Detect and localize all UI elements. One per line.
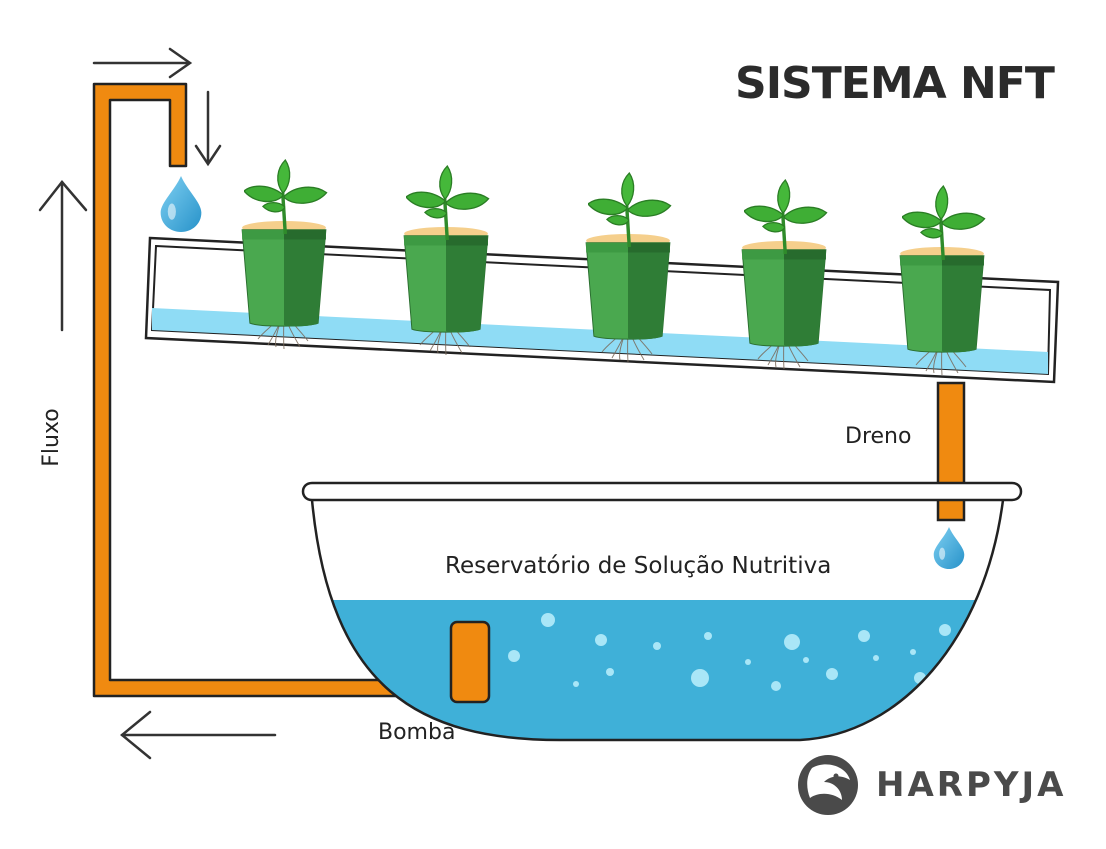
pot-icon	[899, 246, 985, 353]
flow-arrow-up	[38, 180, 88, 332]
flow-arrow-top	[92, 47, 193, 79]
reservoir	[301, 481, 1023, 742]
water-drop-icon	[933, 527, 965, 569]
plant-pot	[241, 158, 329, 350]
brand-name: HARPYJA	[876, 765, 1067, 805]
page-title: SISTEMA NFT	[735, 58, 1055, 109]
flow-label: Fluxo	[38, 408, 64, 467]
pump	[449, 620, 491, 704]
pot-icon	[241, 220, 327, 327]
pump-label: Bomba	[378, 720, 456, 745]
water-bubbles	[508, 613, 965, 691]
reservoir-label: Reservatório de Solução Nutritiva	[445, 553, 832, 579]
harpy-eagle-logo-icon	[798, 755, 858, 815]
drain-label: Dreno	[845, 424, 912, 449]
plant-pot	[899, 184, 987, 376]
flow-arrow-down	[194, 90, 222, 167]
flow-arrow-left	[120, 710, 277, 760]
plant-pot	[403, 164, 491, 356]
nutrient-film	[152, 308, 1048, 374]
pot-icon	[741, 240, 827, 347]
plant-pot	[741, 178, 829, 370]
water-drop-icon	[160, 176, 202, 232]
pot-icon	[403, 226, 489, 333]
reservoir-rim	[301, 481, 1023, 502]
pot-icon	[585, 233, 671, 340]
supply-pipe	[92, 82, 457, 698]
plant-pot	[585, 171, 673, 363]
